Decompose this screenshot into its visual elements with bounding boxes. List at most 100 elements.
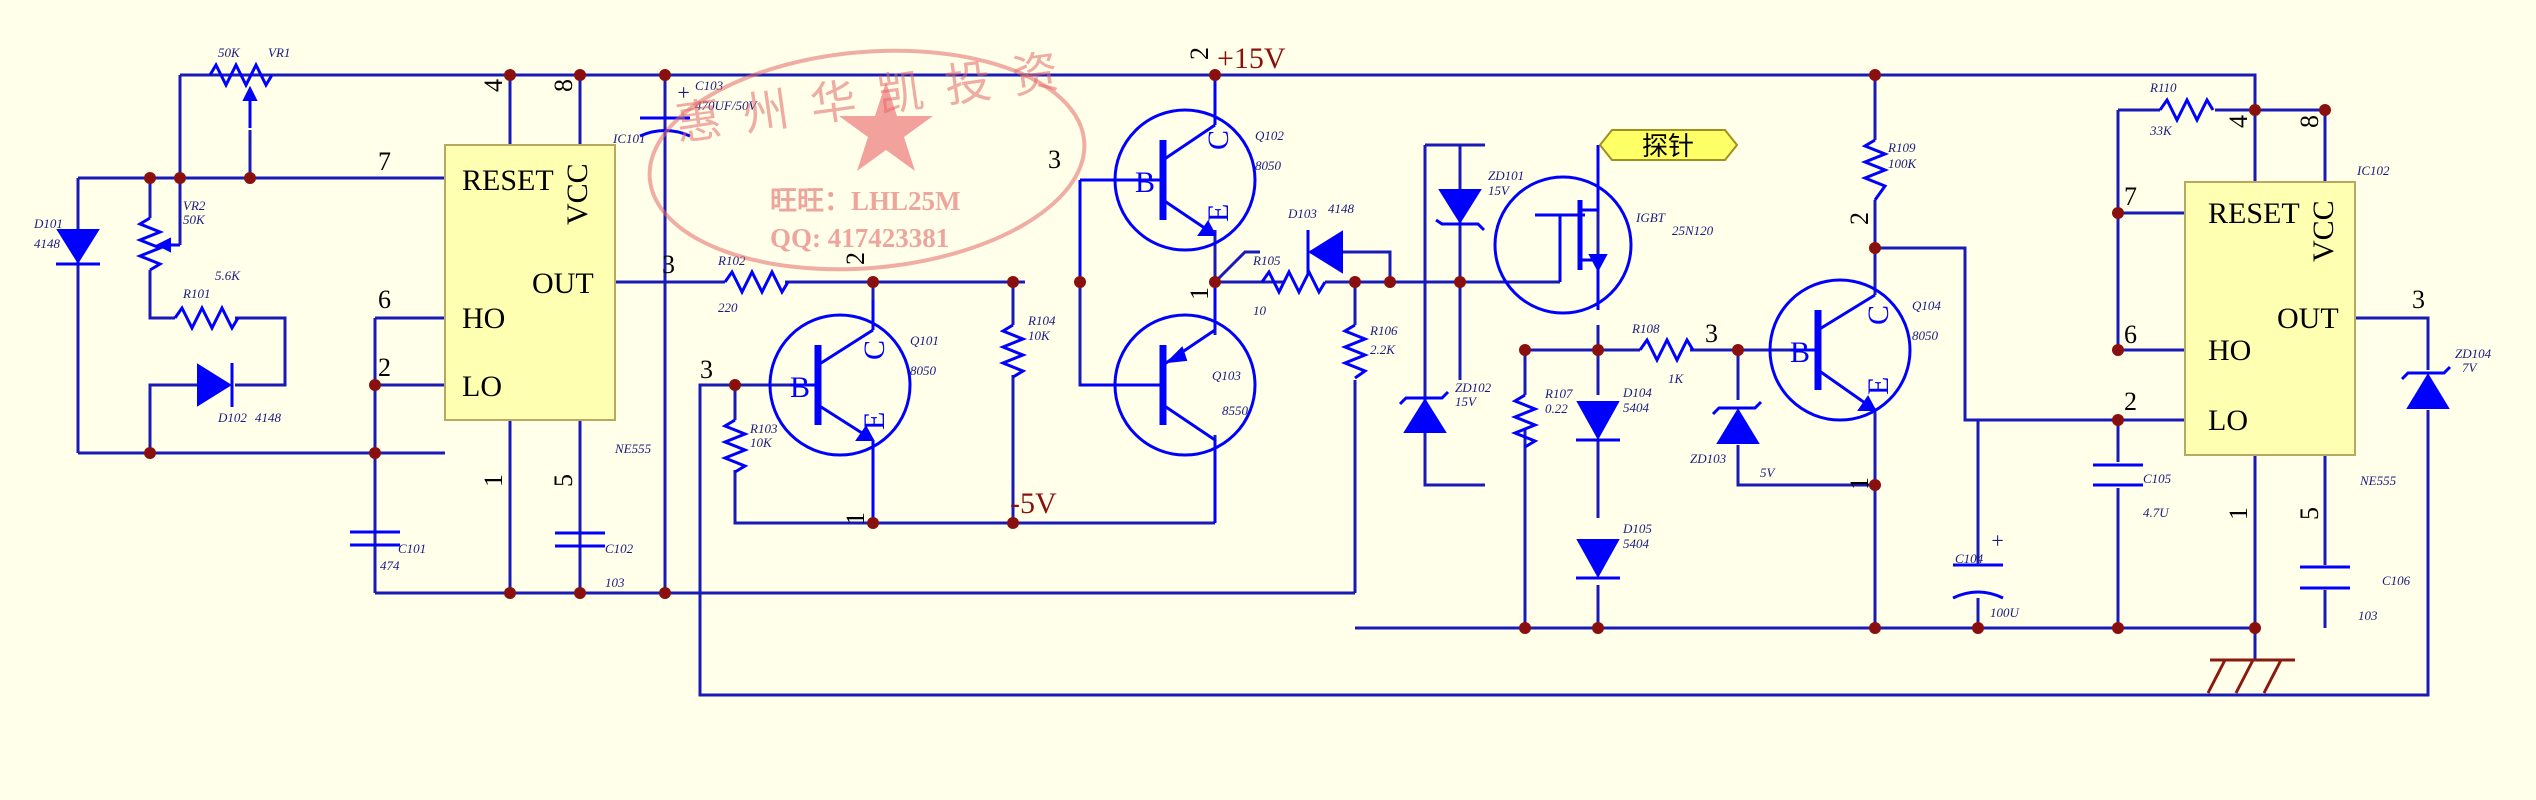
q101-value: 8050 [910, 363, 937, 378]
r104-resistor: R104 10K [998, 313, 1056, 379]
r107-resistor: R107 0.22 [1510, 386, 1573, 449]
q101-pin2: 2 [841, 252, 870, 265]
r106-value: 2.2K [1370, 342, 1396, 357]
zd103-ref: ZD103 [1690, 451, 1727, 466]
igbt-ref: IGBT [1635, 210, 1666, 225]
zd101-value: 15V [1488, 183, 1511, 198]
c104-capacitor: + C104 100U [1952, 528, 2021, 620]
probe-label: 探针 [1642, 132, 1694, 162]
r110-resistor: R110 33K [2149, 80, 2215, 138]
c101-ref: C101 [398, 541, 426, 556]
ic102-ho-label: HO [2208, 334, 2251, 367]
r108-ref: R108 [1631, 321, 1660, 336]
q103-value: 8550 [1222, 403, 1249, 418]
q104-pin1: 1 [1845, 477, 1874, 490]
vr2-potentiometer: VR2 50K [135, 178, 206, 272]
ic102-vcc-label: VCC [2307, 200, 2340, 262]
r109-value: 100K [1888, 156, 1918, 171]
ic102-pin7: 7 [2124, 182, 2137, 211]
q104-pin2: 2 [1845, 212, 1874, 225]
r101-value: 5.6K [215, 268, 241, 283]
ic101-out-label: OUT [532, 267, 594, 300]
q102-pin3: 3 [1048, 145, 1061, 174]
zd103-value: 5V [1760, 465, 1777, 480]
r110-value: 33K [2149, 123, 2173, 138]
vr2-value: 50K [183, 212, 206, 227]
r109-ref: R109 [1887, 140, 1916, 155]
plus15v-label: +15V [1217, 42, 1286, 75]
q101-emitter-label: E [858, 412, 891, 430]
ic102-pin5: 5 [2295, 507, 2324, 520]
ic101-pin8: 8 [549, 79, 578, 92]
d102-diode: D102 4148 [150, 363, 282, 425]
d102-ref: D102 [217, 410, 247, 425]
watermark-qq: QQ: 417423381 [770, 223, 949, 253]
svg-text:+: + [676, 80, 691, 105]
ic102-lo-label: LO [2208, 404, 2248, 437]
zd103-zener: ZD103 5V [1690, 400, 1777, 480]
watermark-wangwang: 旺旺：LHL25M [770, 186, 961, 216]
q104-ref: Q104 [1912, 298, 1941, 313]
ic102-pin6: 6 [2124, 320, 2137, 349]
zd104-ref: ZD104 [2455, 346, 2492, 361]
c101-capacitor: C101 474 [350, 453, 426, 573]
d105-diode: D105 5404 [1576, 521, 1652, 580]
c102-capacitor: C102 103 [555, 531, 634, 590]
ic102-reset-label: RESET [2208, 197, 2300, 230]
d103-ref: D103 [1287, 206, 1317, 221]
q103-transistor: Q103 8550 1 [1080, 282, 1257, 523]
ic101-pin3: 3 [662, 250, 675, 279]
zd102-value: 15V [1455, 394, 1478, 409]
q103-pin1: 1 [1185, 287, 1214, 300]
r107-ref: R107 [1544, 386, 1573, 401]
ic102-out-label: OUT [2277, 302, 2339, 335]
ic101-ho-label: HO [462, 302, 505, 335]
ic101-pin7: 7 [378, 147, 391, 176]
ic101-lo-label: LO [462, 370, 502, 403]
vr1-potentiometer: 50K VR1 [180, 45, 300, 128]
q103-ref: Q103 [1212, 368, 1241, 383]
vr2-ref: VR2 [183, 198, 206, 213]
r105-ref: R105 [1252, 253, 1281, 268]
ic101-pin1: 1 [479, 474, 508, 487]
q104-transistor: B C E Q104 8050 3 2 1 [1705, 212, 1941, 490]
ic102-ne555: RESET VCC OUT HO LO IC102 NE555 7 4 8 3 … [2124, 115, 2425, 520]
c105-value: 4.7U [2143, 505, 2170, 520]
r103-resistor: R103 10K [720, 385, 778, 474]
c105-capacitor: C105 4.7U [2093, 463, 2172, 520]
c102-value: 103 [605, 575, 625, 590]
r103-ref: R103 [749, 421, 778, 436]
q102-base-label: B [1135, 166, 1155, 199]
c103-value: 470UF/50V [695, 98, 758, 113]
q104-emitter-label: E [1862, 377, 1895, 395]
zd101-ref: ZD101 [1488, 168, 1524, 183]
c102-ref: C102 [605, 541, 634, 556]
ic102-pin1: 1 [2224, 507, 2253, 520]
ic102-pin4: 4 [2224, 115, 2253, 128]
r104-ref: R104 [1027, 313, 1056, 328]
ic101-pin5: 5 [549, 474, 578, 487]
q102-emitter-label: E [1202, 204, 1235, 222]
q104-base-label: B [1790, 336, 1810, 369]
c106-value: 103 [2358, 608, 2378, 623]
c106-ref: C106 [2382, 573, 2411, 588]
wires [76, 73, 2430, 697]
q101-collector-label: C [858, 340, 891, 360]
r102-value: 220 [718, 300, 738, 315]
ic101-vcc-label: VCC [561, 163, 594, 225]
d104-value: 5404 [1623, 400, 1650, 415]
ic102-pin8: 8 [2295, 115, 2324, 128]
r101-resistor: R101 5.6K [173, 268, 241, 332]
d105-ref: D105 [1622, 521, 1652, 536]
d102-value: 4148 [255, 410, 282, 425]
zd104-zener: ZD104 7V [2400, 346, 2492, 409]
c104-value: 100U [1990, 605, 2021, 620]
igbt-transistor: IGBT 25N120 [1493, 145, 1714, 315]
q102-collector-label: C [1202, 130, 1235, 150]
ic101-pin4: 4 [479, 79, 508, 92]
q101-pin1: 1 [841, 512, 870, 525]
r105-resistor: R105 10 [1252, 253, 1327, 318]
r108-value: 1K [1668, 371, 1685, 386]
d104-diode: D104 5404 [1576, 385, 1652, 442]
